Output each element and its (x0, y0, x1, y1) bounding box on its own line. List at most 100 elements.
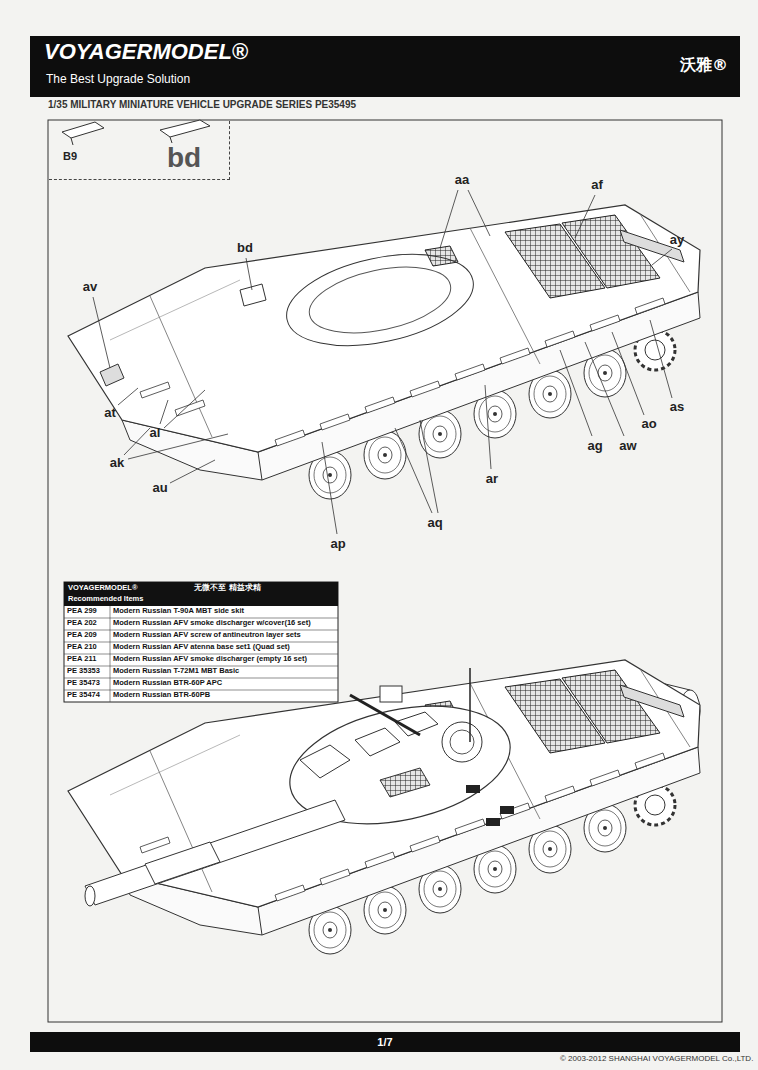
node-text: 无微不至 精益求精 (194, 584, 261, 592)
bottom-tank-drawing (350, 695, 420, 735)
bottom-tank-drawing (300, 745, 350, 778)
top-tank-drawing (68, 205, 700, 499)
node-text: Recommended Items (68, 595, 143, 603)
table-cell: PE 35474 (67, 691, 100, 699)
callout-letter: aq (427, 516, 442, 530)
copyright-note: © 2003-2012 SHANGHAI VOYAGERMODEL Co.,LT… (560, 1055, 753, 1064)
bottom-tank-drawing (380, 686, 402, 702)
leader-lines (160, 400, 168, 424)
top-tank-drawing (303, 256, 456, 345)
page-frame (48, 120, 722, 1022)
node-text: VOYAGERMODEL® (44, 40, 248, 64)
leader-lines (322, 442, 337, 534)
leader-lines (440, 190, 458, 248)
inset-parts (62, 122, 104, 138)
leader-lines (575, 195, 595, 238)
page-frame (48, 120, 722, 1022)
bottom-tank-drawing (145, 842, 220, 884)
table-cell: PE 35473 (67, 679, 100, 687)
table-cell: PEA 210 (67, 643, 97, 651)
top-tank-drawing (68, 205, 700, 499)
callout-letter: au (152, 481, 167, 495)
table-cell: Modern Russian BTR-60PB (113, 691, 210, 699)
top-tank-drawing (278, 239, 481, 361)
callout-letter: at (104, 406, 116, 420)
table-cell: PEA 299 (67, 607, 97, 615)
table-cell: Modern Russian BTR-60P APC (113, 679, 222, 687)
callout-letter: aw (619, 439, 636, 453)
node-text: The Best Upgrade Solution (46, 73, 190, 86)
leader-lines (170, 460, 215, 483)
inset-box: B9 bd (49, 121, 230, 180)
leader-lines (468, 190, 490, 236)
table-cell: Modern Russian AFV smoke discharger (emp… (113, 655, 307, 663)
bottom-tank-drawing (85, 800, 345, 905)
bottom-tank-drawing (469, 668, 471, 742)
bottom-tank-drawing (380, 768, 430, 797)
bottom-tank-drawing (500, 806, 514, 814)
leader-lines (650, 320, 672, 398)
recommended-table (64, 582, 338, 702)
leader-lines (585, 342, 624, 436)
callout-letter: ay (670, 233, 684, 247)
leader-lines (164, 390, 205, 428)
callout-letter: al (150, 426, 161, 440)
node-text: VOYAGERMODEL® (68, 584, 137, 592)
node-text: B9 (63, 150, 77, 162)
callout-letter: av (83, 280, 97, 294)
bottom-tank-drawing (442, 722, 482, 762)
leader-lines (395, 428, 432, 513)
inset-parts (160, 120, 210, 137)
callout-letter: ap (330, 537, 345, 551)
node-text: 沃雅® (680, 56, 728, 74)
top-tank-drawing (100, 364, 124, 386)
callout-letter: as (670, 400, 684, 414)
bottom-tank-drawing (486, 818, 500, 826)
inset-parts (71, 138, 73, 145)
table-cell: PEA 211 (67, 655, 96, 663)
leader-lines (652, 249, 672, 265)
node-text: bd (167, 143, 201, 174)
recommended-table (64, 582, 338, 702)
leader-lines (246, 258, 252, 290)
leader-lines (93, 190, 672, 534)
table-cell: Modern Russian AFV atenna base set1 (Qua… (113, 643, 290, 651)
callout-letter: ao (641, 417, 656, 431)
leader-lines (612, 332, 644, 415)
leader-lines (560, 350, 592, 436)
table-cell: PEA 209 (67, 631, 97, 639)
callout-letter: af (591, 178, 603, 192)
top-tank-drawing (240, 284, 266, 306)
series-title: 1/35 MILITARY MINIATURE VEHICLE UPGRADE … (48, 99, 356, 110)
callout-letter: bd (237, 241, 253, 255)
bottom-tank-drawing (68, 660, 700, 954)
bottom-tank-drawing (466, 785, 480, 793)
leader-lines (93, 297, 110, 368)
node-text: 1/7 (377, 1036, 392, 1048)
leader-lines (420, 420, 438, 513)
bottom-tank-drawing (355, 728, 400, 756)
leader-lines (118, 388, 138, 405)
recommended-table (110, 606, 111, 702)
table-cell: PE 35353 (67, 667, 100, 675)
header-bar: VOYAGERMODEL® The Best Upgrade Solution 沃雅… (30, 36, 740, 97)
bottom-tank-drawing (68, 660, 700, 954)
callout-letter: ar (486, 472, 498, 486)
leader-lines (124, 428, 150, 455)
leader-lines (485, 385, 491, 469)
bottom-tank-drawing (85, 886, 95, 906)
table-cell: PEA 202 (67, 619, 97, 627)
table-cell: Modern Russian AFV screw of antineutron … (113, 631, 301, 639)
callout-letter: ak (110, 456, 124, 470)
inset-parts (62, 120, 210, 145)
table-cell: Modern Russian T-72M1 MBT Basic (113, 667, 239, 675)
callout-letter: aa (455, 173, 469, 187)
callout-letter: ag (587, 439, 602, 453)
table-cell: Modern Russian T-90A MBT side skit (113, 607, 244, 615)
footer-bar: 1/7 (30, 1032, 740, 1052)
table-cell: Modern Russian AFV smoke discharger w/co… (113, 619, 311, 627)
leader-lines (128, 434, 228, 459)
table-header: VOYAGERMODEL® 无微不至 精益求精 Recommended Items (64, 582, 338, 606)
